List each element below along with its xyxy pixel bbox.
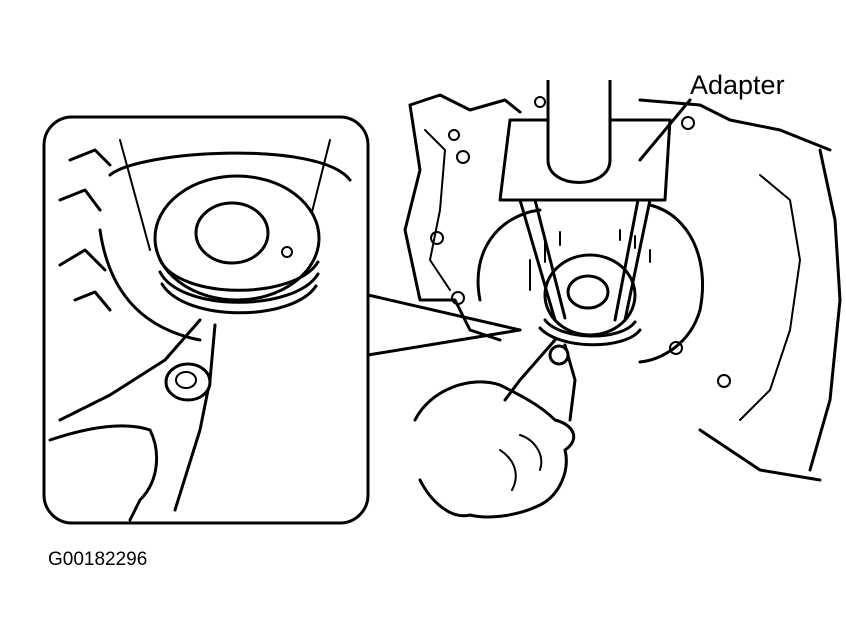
adapter-callout-label: Adapter (690, 70, 785, 100)
transmission-case-outline (403, 93, 842, 482)
hand (413, 380, 576, 519)
clutch-drum (529, 229, 651, 347)
snap-ring-pliers-main (503, 338, 577, 422)
bolt-holes (430, 96, 731, 388)
inset-frame (42, 115, 370, 525)
bore-housing (476, 203, 705, 364)
snap-ring-pliers-detail (58, 318, 217, 512)
detail-inset (42, 115, 370, 525)
adapter-tool (498, 80, 672, 322)
figure-id-label: G00182296 (48, 549, 148, 570)
case-flange-inner (424, 129, 801, 421)
main-view (403, 80, 842, 519)
callout-leader-lines (366, 98, 692, 357)
